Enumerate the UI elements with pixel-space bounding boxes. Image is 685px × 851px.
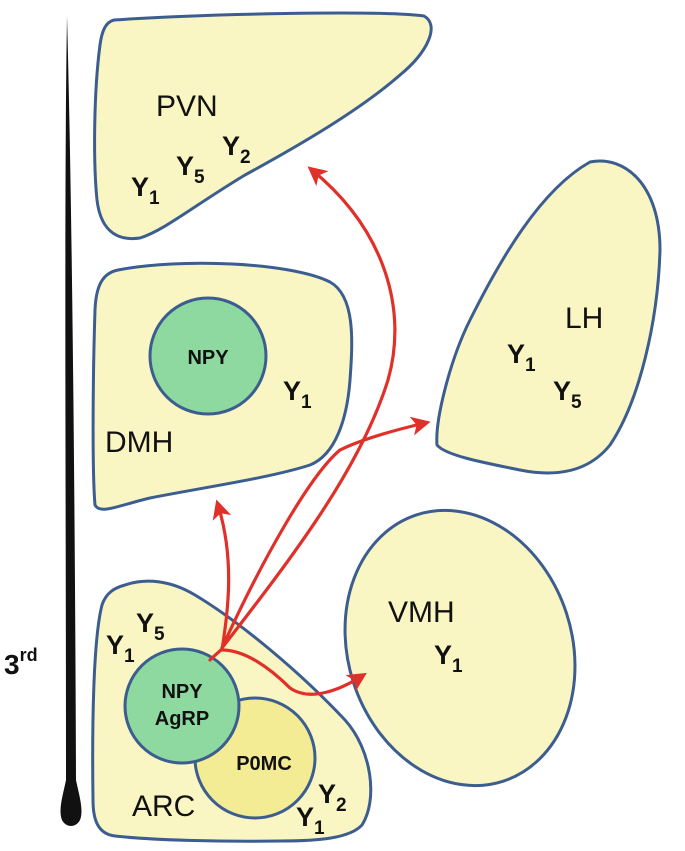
lh-label: LH: [565, 302, 603, 335]
lh-receptor-y5: Y5: [553, 376, 582, 413]
arc-npy-label: NPY: [161, 681, 203, 703]
arc-receptor-y2-bottom: Y2: [318, 779, 347, 816]
region-lh: LH Y1 Y5: [435, 159, 662, 475]
arrow-arc-to-lh: [220, 416, 431, 650]
region-dmh: NPY Y1 DMH: [91, 261, 354, 511]
arrow-arc-to-pvn: [220, 166, 397, 650]
projection-arrows: [208, 166, 431, 696]
dmh-receptor-y1: Y1: [283, 376, 312, 413]
arrow-arc-to-dmh: [212, 499, 232, 652]
pvn-receptor-y5: Y5: [176, 151, 205, 188]
third-ventricle: [60, 16, 82, 826]
lh-receptor-y1: Y1: [507, 339, 536, 376]
arc-receptor-y1-top: Y1: [106, 630, 135, 667]
arc-agrp-label: AgRP: [155, 708, 209, 730]
arc-npy-agrp-cell: [123, 647, 241, 765]
arrow-arc-to-vmh: [220, 648, 367, 696]
region-arc: Y1 Y5 P0MC NPY AgRP ARC Y1 Y2: [91, 579, 373, 843]
arc-receptor-y1-bottom: Y1: [296, 802, 325, 839]
dmh-label: DMH: [105, 426, 173, 459]
third-ventricle-label: 3rd: [4, 645, 38, 680]
vmh-receptor-y1: Y1: [434, 640, 463, 677]
pvn-receptor-y2: Y2: [222, 131, 251, 168]
arc-label: ARC: [132, 790, 195, 823]
pvn-receptor-y1: Y1: [131, 172, 160, 209]
region-pvn: PVN Y1 Y5 Y2: [93, 11, 433, 241]
dmh-npy-label: NPY: [187, 347, 229, 369]
arc-receptor-y5-top: Y5: [136, 608, 165, 645]
dmh-npy-cell: [148, 296, 268, 416]
pvn-label: PVN: [156, 90, 218, 123]
vmh-label: VMH: [388, 596, 455, 629]
arc-pomc-label: P0MC: [236, 753, 292, 775]
arrow-arc-branch: [208, 647, 224, 662]
